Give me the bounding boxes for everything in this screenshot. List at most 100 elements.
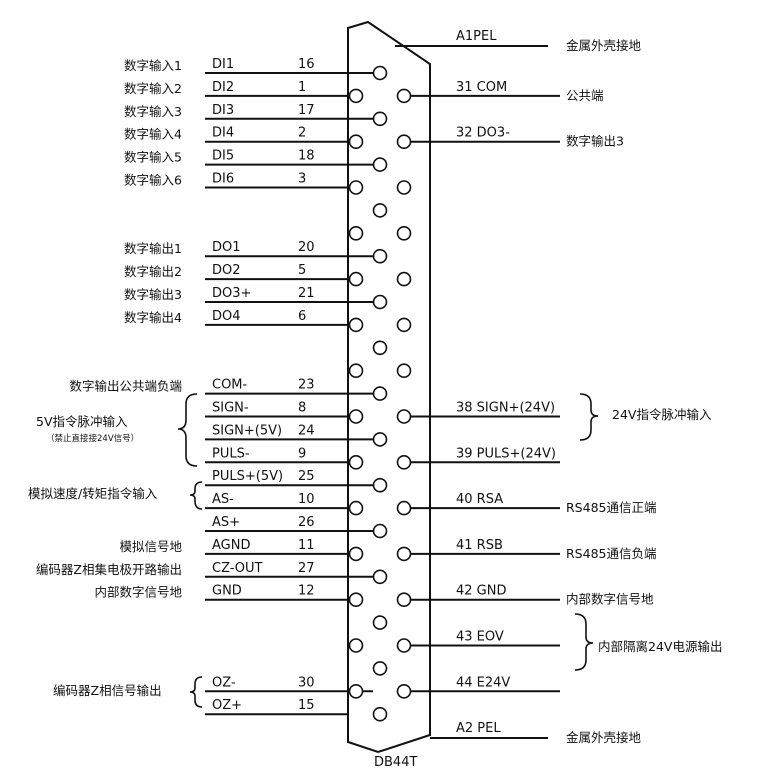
left-signal-10: AS-	[212, 492, 234, 507]
encoder-z-brace	[189, 676, 203, 708]
left-signal-26: AS+	[212, 515, 240, 530]
left-pin-number-26: 26	[298, 515, 315, 530]
pin-circle	[348, 683, 364, 699]
right-signal-0: 31 COM	[456, 80, 507, 95]
pin-circle	[372, 615, 388, 630]
pin-circle	[372, 111, 388, 127]
left-pin-number-11: 11	[298, 538, 315, 553]
left-label-16: 数字输入1	[124, 58, 182, 73]
pulse-5v-group-title: 5V指令脉冲输入	[36, 414, 128, 429]
pin-circle	[372, 386, 388, 401]
left-signal-6: DO4	[212, 309, 241, 324]
pin-circle	[396, 592, 412, 608]
pin-circle	[372, 157, 388, 172]
left-pin-number-1: 1	[298, 80, 306, 95]
right-description-5: RS485通信负端	[566, 546, 656, 561]
left-signal-21: DO3+	[212, 286, 251, 301]
left-signal-8: SIGN-	[212, 401, 249, 416]
pin-circle	[348, 638, 364, 653]
left-pin-number-24: 24	[298, 423, 315, 438]
pin-circle	[348, 134, 364, 149]
left-label-11: 模拟信号地	[119, 539, 182, 554]
pin-circle	[372, 523, 388, 539]
left-label-2: 数字输入4	[124, 127, 182, 142]
right-signal-4: 40 RSA	[456, 492, 503, 507]
pulse-5v-group-note: （禁止直接接24V信号）	[46, 433, 139, 444]
pulse-24v-group-label: 24V指令脉冲输入	[612, 407, 712, 422]
left-pin-number-16: 16	[298, 57, 315, 72]
pin-circle	[396, 271, 412, 287]
right-signal-1: 32 DO3-	[456, 126, 510, 141]
left-pin-number-15: 15	[298, 698, 315, 713]
left-signal-15: OZ+	[212, 698, 242, 713]
wires-layer	[205, 72, 560, 716]
a2pel-signal: A2 PEL	[456, 721, 501, 736]
right-signal-8: 44 E24V	[456, 675, 510, 690]
left-signal-25: PULS+(5V)	[212, 469, 283, 484]
left-label-18: 数字输入5	[124, 150, 182, 165]
right-signal-7: 43 EOV	[456, 630, 504, 645]
left-signal-17: DI3	[212, 103, 234, 118]
pulse-5v-brace	[177, 393, 198, 467]
pin-circle	[348, 180, 364, 195]
connector-name: DB44T	[374, 755, 417, 770]
pin-circle	[396, 546, 412, 562]
a1pel-signal: A1PEL	[456, 29, 497, 44]
pin-circle	[372, 706, 388, 722]
right-description-1: 数字输出3	[566, 134, 624, 149]
left-pin-number-17: 17	[298, 103, 315, 118]
left-pin-number-21: 21	[298, 286, 315, 301]
connector-shell	[347, 20, 431, 754]
pin-circle	[396, 180, 412, 195]
pin-circle	[372, 477, 388, 493]
pin-circle	[372, 294, 388, 310]
pin-circle	[372, 661, 388, 676]
left-signal-12: GND	[212, 584, 242, 599]
pin-circle	[348, 363, 364, 379]
left-signal-23: COM-	[212, 378, 248, 393]
left-signal-3: DI6	[212, 172, 234, 187]
pin-circle	[348, 409, 364, 424]
left-pin-number-30: 30	[298, 675, 315, 690]
left-signal-24: SIGN+(5V)	[212, 423, 282, 438]
left-pin-number-2: 2	[298, 126, 306, 141]
pin-circle	[348, 317, 364, 333]
encoder-z-group-label: 编码器Z相信号输出	[53, 683, 162, 698]
pin-circle	[396, 409, 412, 424]
left-pin-number-20: 20	[298, 240, 315, 255]
left-signal-30: OZ-	[212, 675, 236, 690]
right-signal-3: 39 PULS+(24V)	[456, 446, 556, 461]
pin-circle	[396, 638, 412, 653]
pin-circle	[396, 500, 412, 516]
right-description-0: 公共端	[566, 88, 604, 103]
pin-circle	[396, 683, 412, 699]
left-pin-number-3: 3	[298, 172, 306, 187]
pin-circle	[348, 500, 364, 516]
pin-circle	[348, 592, 364, 608]
left-pin-number-8: 8	[298, 401, 306, 416]
left-signal-27: CZ-OUT	[212, 561, 263, 576]
left-label-23: 数字输出公共端负端	[69, 379, 182, 394]
pin-circle	[396, 88, 412, 104]
right-signal-2: 38 SIGN+(24V)	[456, 401, 555, 416]
pulse-24v-brace	[579, 393, 599, 441]
pin-circle	[348, 454, 364, 470]
left-pin-number-6: 6	[298, 309, 306, 324]
pin-circle	[372, 340, 388, 356]
left-signal-1: DI2	[212, 80, 234, 95]
left-pin-number-12: 12	[298, 584, 315, 599]
pin-circle	[396, 226, 412, 241]
right-description-4: RS485通信正端	[566, 500, 656, 515]
pin-circle	[396, 317, 412, 333]
pin-circle	[396, 363, 412, 379]
left-label-27: 编码器Z相集电极开路输出	[36, 562, 182, 577]
pin-circle	[372, 569, 388, 585]
pin-circle	[396, 134, 412, 149]
left-signal-16: DI1	[212, 57, 234, 72]
pin-circle	[348, 88, 364, 104]
pin-circle	[372, 65, 388, 81]
left-pin-number-23: 23	[298, 378, 315, 393]
a2pel-description: 金属外壳接地	[566, 730, 642, 745]
